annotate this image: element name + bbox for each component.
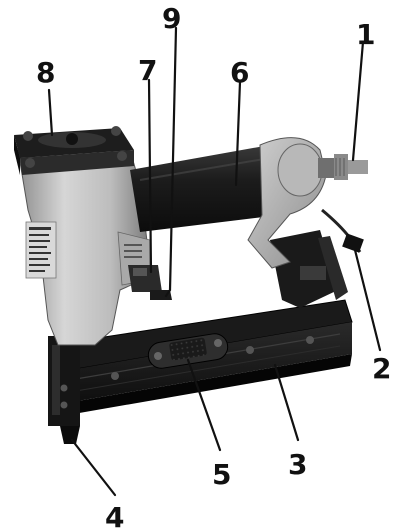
rear-bracket [270, 230, 348, 308]
leader-7 [147, 78, 153, 274]
callout-1: 1 [356, 18, 375, 51]
main-housing [17, 149, 151, 346]
callout-5: 5 [212, 458, 231, 491]
nose-piece [48, 336, 80, 444]
leader-5 [186, 358, 222, 452]
callout-7: 7 [138, 54, 157, 87]
leader-3 [273, 363, 300, 442]
tool-illustration [14, 126, 368, 444]
trigger-assembly [128, 265, 172, 300]
callout-4: 4 [105, 501, 124, 531]
callout-8: 8 [36, 56, 55, 89]
leader-lines [47, 26, 382, 497]
air-fitting [318, 154, 368, 180]
leader-8 [47, 88, 54, 137]
leader-2 [353, 248, 382, 352]
callout-2: 2 [372, 352, 391, 385]
callout-9: 9 [162, 2, 181, 35]
rear-cap [247, 137, 327, 269]
callout-3: 3 [288, 448, 307, 481]
leader-6 [234, 80, 242, 187]
belt-hook [321, 208, 364, 253]
exhaust-cap [14, 126, 134, 175]
leader-9 [164, 26, 178, 298]
callout-6: 6 [230, 56, 249, 89]
leader-4 [70, 438, 117, 497]
callout-labels: 1 2 3 4 5 6 7 8 9 [36, 2, 391, 531]
leader-1 [351, 40, 365, 162]
